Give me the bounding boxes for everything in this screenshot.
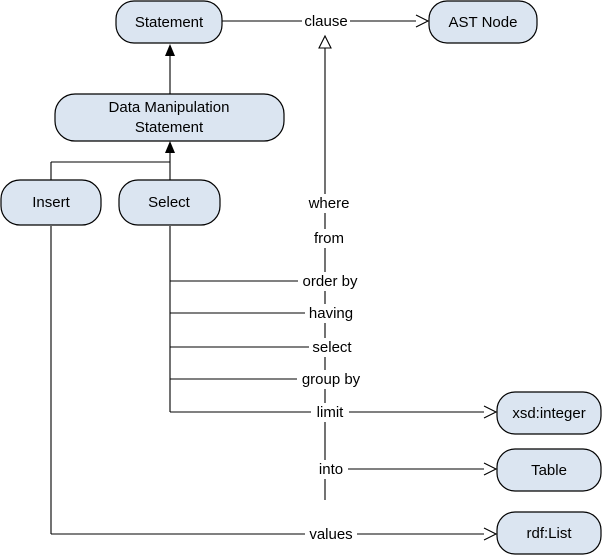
select-generalization-arrow (165, 141, 175, 153)
dml-generalization-arrow (165, 44, 175, 56)
edge-label-order-by: order by (298, 272, 362, 291)
svg-text:limit: limit (317, 404, 344, 421)
into-arrowhead (483, 462, 498, 476)
clause-inheritance-triangle (318, 34, 332, 49)
rdf-list-node[interactable]: rdf:List (496, 511, 602, 555)
edge-label-from: from (310, 229, 348, 248)
svg-text:Table: Table (531, 462, 567, 479)
select-node[interactable]: Select (118, 179, 221, 226)
xsd-integer-node[interactable]: xsd:integer (496, 391, 602, 435)
svg-text:Statement: Statement (135, 119, 204, 136)
svg-text:into: into (319, 461, 343, 478)
edge-label-where: where (305, 194, 353, 213)
svg-text:group by: group by (302, 371, 361, 388)
clause-arrowhead (415, 14, 430, 28)
edge-label-limit: limit (311, 403, 349, 422)
svg-text:select: select (312, 339, 352, 356)
svg-text:values: values (309, 526, 352, 543)
svg-text:order by: order by (302, 273, 358, 290)
table-node[interactable]: Table (496, 448, 602, 492)
edge-label-select: select (309, 338, 355, 357)
svg-text:AST Node: AST Node (449, 14, 518, 31)
statement-node[interactable]: Statement (115, 0, 223, 44)
edge-label-having: having (305, 304, 357, 323)
svg-text:xsd:integer: xsd:integer (512, 405, 585, 422)
data-manipulation-statement-node[interactable]: Data Manipulation Statement (54, 93, 285, 142)
edge-label-values: values (305, 525, 357, 544)
limit-arrowhead (483, 405, 498, 419)
values-arrowhead (483, 527, 498, 541)
svg-text:Data Manipulation: Data Manipulation (109, 99, 230, 116)
ast-node-node[interactable]: AST Node (428, 0, 538, 44)
svg-text:clause: clause (304, 13, 347, 30)
edge-label-clause: clause (302, 12, 350, 31)
svg-text:Statement: Statement (135, 14, 204, 31)
svg-text:from: from (314, 230, 344, 247)
svg-text:Insert: Insert (32, 194, 70, 211)
insert-node[interactable]: Insert (0, 179, 102, 226)
edge-label-into: into (314, 460, 348, 479)
edge-label-group-by: group by (297, 370, 365, 389)
svg-text:Select: Select (148, 194, 191, 211)
svg-text:having: having (309, 305, 353, 322)
svg-text:rdf:List: rdf:List (526, 525, 572, 542)
svg-text:where: where (308, 195, 350, 212)
